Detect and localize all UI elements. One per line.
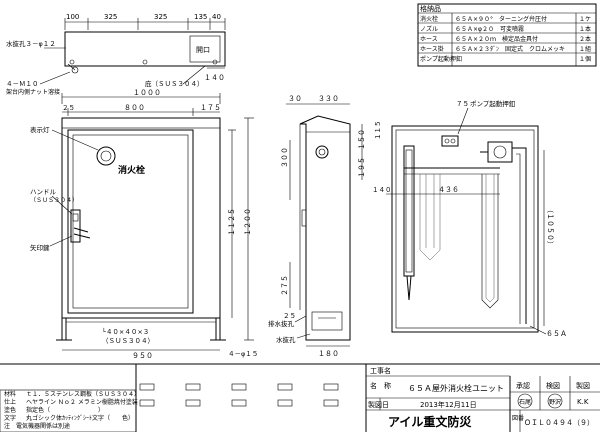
text-value: 丸ゴシック体ｶｯﾃｨﾝｸﾞｼｰﾄ文字（ 色） xyxy=(26,414,134,422)
material-label: 材料 xyxy=(4,390,16,398)
finish-label: 仕上 xyxy=(4,398,16,406)
inside-view: ７５ ポンプ起動押釦 １１５ １４０ ４３６ （１０５０） ６５Ａ xyxy=(372,99,567,338)
side-dim-30: ３０ xyxy=(288,95,302,103)
parts-row-qty: １ケ xyxy=(579,16,591,23)
parts-row-name: 消火栓 xyxy=(420,15,438,23)
pump-button-label: ポンプ起動押釦 xyxy=(470,99,516,108)
project-label: 工事名 xyxy=(370,366,391,375)
nut-weld-label: 架台内側ナット溶接 xyxy=(6,88,60,96)
parts-row-qty: １組 xyxy=(579,45,591,53)
dim-1200: １２００ xyxy=(244,208,252,236)
dim-140: １４０ xyxy=(204,74,225,82)
key-label: 矢印鍵 xyxy=(30,243,50,252)
name-label: 名 称 xyxy=(370,381,391,390)
dim-950: ９５０ xyxy=(132,352,153,360)
side-dim-275: ２７５ xyxy=(281,275,289,296)
approve-label: 承認 xyxy=(516,381,530,390)
handle-label: ハンドル xyxy=(30,188,57,196)
parts-row-qty: １本 xyxy=(579,25,591,33)
dim-top-135: 135 xyxy=(194,13,207,21)
note-label: 注 電気機器関係は別途 xyxy=(4,422,70,430)
dim-800: ８００ xyxy=(124,104,145,112)
side-dim-330: ３３０ xyxy=(318,95,339,103)
nut-label: ４－Ｍ１０ xyxy=(6,80,39,88)
parts-row-name: ポンプ起動押釦 xyxy=(420,55,462,63)
title-block: 材料 ｔ１．５ステンレス鋼板（ＳＵＳ３０４） 仕上 ヘヤライン Ｎｏ２ メラミン… xyxy=(0,363,600,432)
pipe-size-label: ６５Ａ xyxy=(546,330,567,338)
check-seal xyxy=(547,393,563,409)
seal-3: K.K xyxy=(577,398,589,406)
parts-row-name: ノズル xyxy=(420,25,438,33)
material-value: ｔ１．５ステンレス鋼板（ＳＵＳ３０４） xyxy=(26,390,140,398)
date-label: 製図日 xyxy=(368,400,389,409)
drawing-name: ６５Ａ屋外消火栓ユニット xyxy=(408,383,504,393)
handle-material-label: （ＳＵＳ３０４） xyxy=(30,197,78,204)
side-view: ３０ ３３０ １５０ １９５ ３００ ２７５ ２５ 排水抜孔 水抜孔 １８０ xyxy=(268,95,366,358)
dim-top-325a: 325 xyxy=(104,13,117,21)
inside-dim-1050: （１０５０） xyxy=(546,206,554,248)
angle-label: └４０×４０×３ xyxy=(102,327,149,336)
color-value: 指定色（ ） xyxy=(26,406,104,414)
parts-row-name: ホース xyxy=(420,36,438,43)
inside-dim-115: １１５ xyxy=(374,121,382,141)
door-label: 消火栓 xyxy=(118,164,145,176)
side-dim-150: １５０ xyxy=(358,129,366,150)
parts-row-qty: １個 xyxy=(579,55,591,63)
top-view: 100 325 325 135 40 開口 水抜孔３－φ１２ ４－Ｍ１０ 架台内… xyxy=(6,13,226,96)
front-view: １０００ ２５ ８００ １７５ 消火栓 表示灯 ハンドル （ＳＵＳ３０４） 矢印… xyxy=(30,89,258,360)
drawing-no-label: 図番 xyxy=(512,415,524,422)
dim-175: １７５ xyxy=(200,104,221,112)
approve-seal xyxy=(517,393,533,409)
holes-label: ４－φ１５ xyxy=(228,350,258,358)
parts-table-title: 格納品 xyxy=(420,4,441,13)
seal-2: 野沢 xyxy=(549,398,561,406)
drain2-label: 水抜孔 xyxy=(276,335,296,344)
parts-row-spec: ６５Ａ×２０ｍ 検定品金具付 xyxy=(455,35,538,43)
parts-row-spec: ６５Ａ×２３ﾀﾞﾝ 固定式 クロムメッキ xyxy=(455,45,565,53)
parts-row-spec: ６５Ａ×９０° ターニング弁圧付 xyxy=(455,15,547,23)
drain-label: 排水抜孔 xyxy=(268,319,295,328)
dim-top-325b: 325 xyxy=(154,13,167,21)
inside-dim-140: １４０ xyxy=(372,186,392,194)
drain-hole-label: 水抜孔３－φ１２ xyxy=(6,39,56,48)
dim-25: ２５ xyxy=(62,104,75,112)
parts-row-qty: ２本 xyxy=(579,35,591,43)
angle-material-label: （ＳＵＳ３０４） xyxy=(102,337,154,345)
open-label: 開口 xyxy=(196,46,210,54)
dim-top-100: 100 xyxy=(66,13,79,21)
parts-row-spec: ６５Ａ×φ２０ 可変噴霧 xyxy=(455,25,524,33)
draft-date: 2013年12月11日 xyxy=(420,400,477,409)
side-dim-180: １８０ xyxy=(318,350,339,358)
finish-value: ヘヤライン Ｎｏ２ メラミン樹脂焼付塗装 xyxy=(26,398,138,406)
side-dim-25: ２５ xyxy=(283,312,296,320)
side-dim-300: ３００ xyxy=(281,147,289,168)
check-label: 検図 xyxy=(546,381,560,390)
company-name: アイル重文防災 xyxy=(388,414,472,429)
drawing-number: ＯＩＬ０４９４（９） xyxy=(524,419,594,427)
color-label: 塗色 xyxy=(4,406,16,414)
text-label: 文字 xyxy=(4,414,16,422)
dim-1000: １０００ xyxy=(133,89,161,97)
parts-table: 格納品 消火栓 ６５Ａ×９０° ターニング弁圧付 １ケ ノズル ６５Ａ×φ２０ … xyxy=(417,3,597,67)
parts-row-name: ホース掛 xyxy=(420,45,444,53)
inside-dim-436: ４３６ xyxy=(438,186,459,194)
side-dim-195: １９５ xyxy=(358,157,366,178)
eave-label: 庇（ＳＵＳ３０４） xyxy=(145,79,204,88)
dim-1125: １１２５ xyxy=(228,208,236,236)
lamp-label: 表示灯 xyxy=(30,125,50,134)
dim-top-40: 40 xyxy=(212,13,221,21)
draft-label: 製図 xyxy=(576,381,590,390)
seal-1: 石尾 xyxy=(519,399,531,406)
inside-dim-75: ７５ xyxy=(456,100,469,108)
